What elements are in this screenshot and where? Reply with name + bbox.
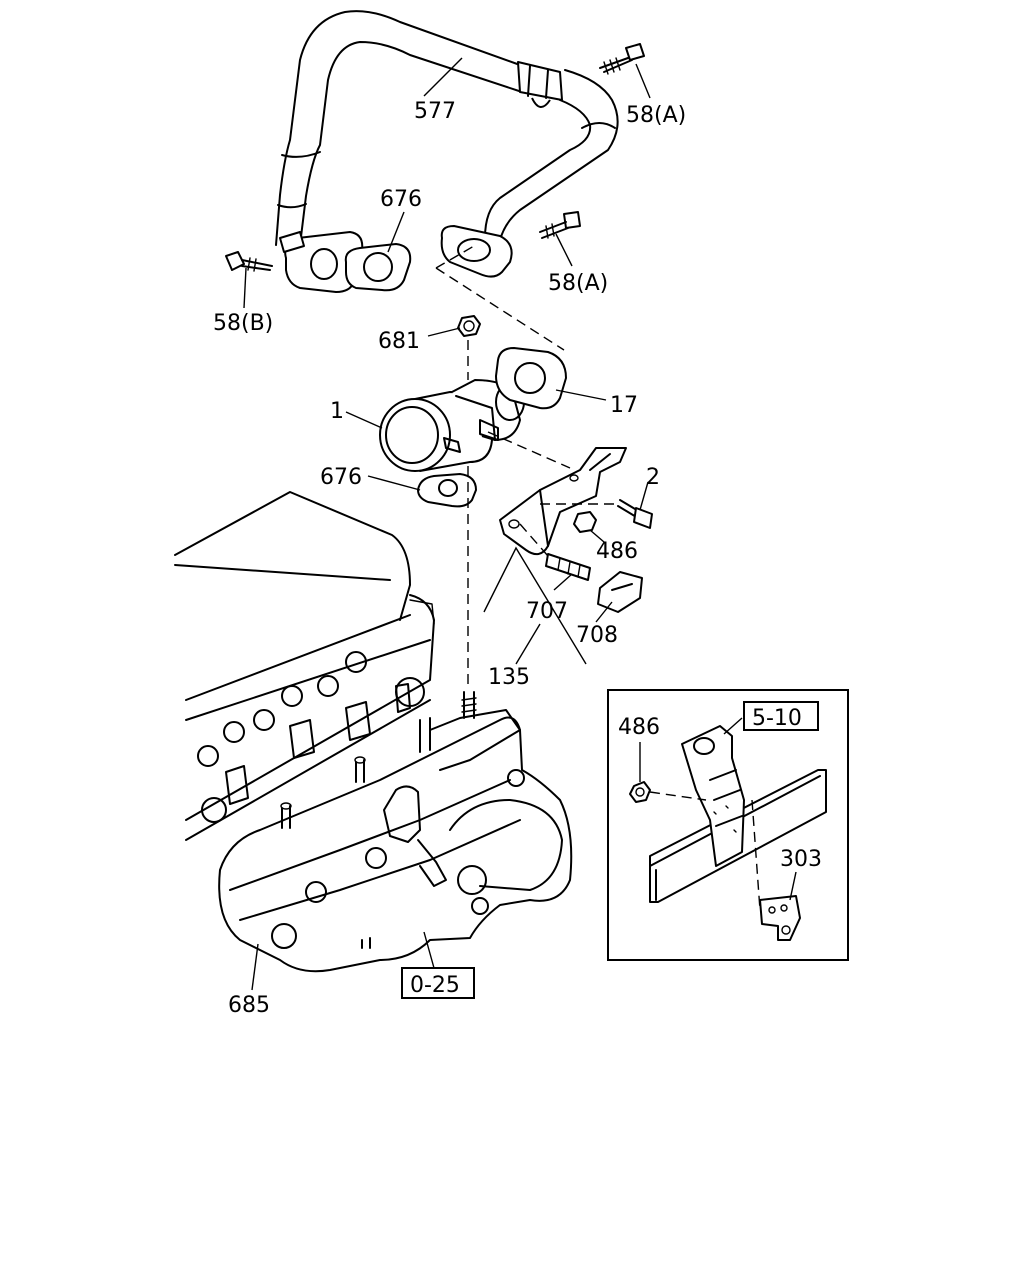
stud-707	[545, 553, 591, 581]
ref-0-25[interactable]: 0-25	[410, 973, 460, 998]
ref-5-10[interactable]: 5-10	[752, 706, 802, 731]
inset-callout-486: 486	[618, 715, 660, 740]
ref-box-0-25	[401, 967, 475, 999]
callout-577: 577	[414, 99, 456, 124]
callout-707: 707	[526, 599, 568, 624]
callout-58a-mid: 58(A)	[548, 271, 608, 296]
leader-lines	[243, 57, 651, 991]
gasket-676-mid	[417, 473, 477, 508]
callout-486: 486	[596, 539, 638, 564]
gasket-676-top	[344, 243, 412, 292]
ref-box-5-10	[743, 701, 819, 731]
callout-681: 681	[378, 329, 420, 354]
gasket-17	[495, 347, 567, 410]
nut-486	[573, 511, 597, 533]
engine-cylinder-head	[174, 491, 435, 841]
egr-pipe-577	[275, 10, 619, 293]
inset-frame-detail	[607, 689, 849, 961]
nut-681	[457, 315, 481, 337]
bolt-58b	[225, 251, 273, 272]
callout-676-top: 676	[380, 187, 422, 212]
callout-labels: 577 58(A) 676 58(A) 58(B) 681 17 1 2 676…	[213, 99, 822, 1018]
callout-1: 1	[330, 399, 344, 424]
bolt-2	[617, 499, 653, 529]
callout-708: 708	[576, 623, 618, 648]
callout-2: 2	[646, 465, 660, 490]
bolt-58a-top	[599, 43, 645, 75]
bracket-135	[499, 447, 627, 556]
callout-676-mid: 676	[320, 465, 362, 490]
callout-135: 135	[488, 665, 530, 690]
bolt-58a-mid	[539, 211, 581, 239]
callout-58b: 58(B)	[213, 311, 273, 336]
callout-17: 17	[610, 393, 638, 418]
intake-manifold-685	[218, 691, 573, 973]
callout-685: 685	[228, 993, 270, 1018]
clip-708	[597, 571, 643, 613]
callout-58a-top: 58(A)	[626, 103, 686, 128]
inset-callout-303: 303	[780, 847, 822, 872]
